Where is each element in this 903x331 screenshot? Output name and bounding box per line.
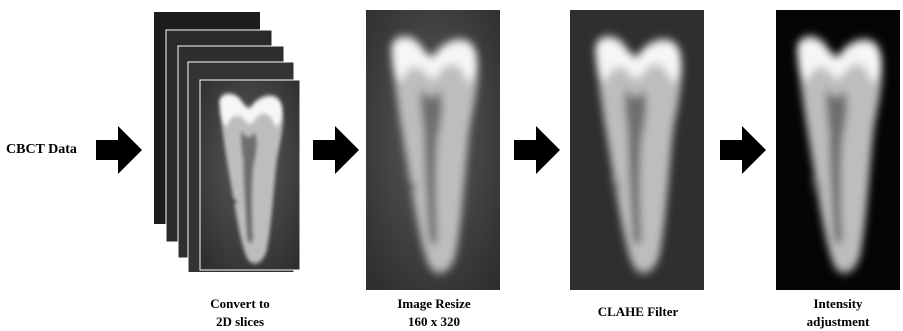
slice-stack [150,10,310,272]
clahe-image [570,10,704,290]
arrow-right-icon [720,126,766,174]
step-caption-clahe: CLAHE Filter [582,303,694,321]
resized-image [366,10,500,290]
step-caption-convert: Convert to 2D slices [190,295,290,331]
intensity-image [776,10,900,290]
step-caption-resize: Image Resize 160 x 320 [378,295,490,331]
input-label: CBCT Data [6,141,77,159]
arrow-right-icon [514,126,560,174]
slice-front [200,80,300,270]
arrow-right-icon [96,126,142,174]
step-caption-intensity: Intensity adjustment [786,295,890,331]
arrow-right-icon [313,126,359,174]
